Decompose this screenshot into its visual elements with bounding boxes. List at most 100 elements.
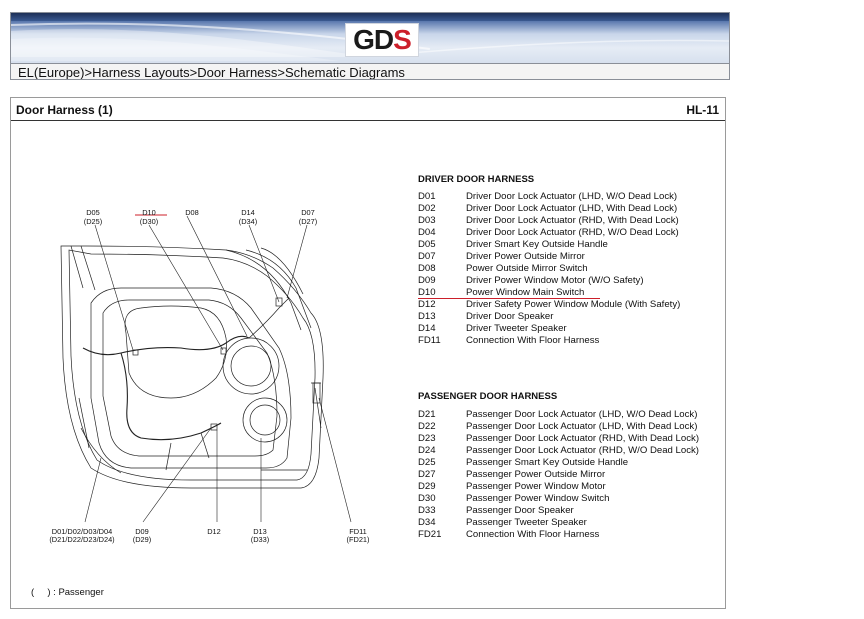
- connector-code: D03: [418, 215, 436, 226]
- connector-desc: Driver Door Lock Actuator (RHD, W/O Dead…: [466, 227, 679, 238]
- label-d25: (D25): [84, 217, 102, 226]
- connector-code: D01: [418, 191, 436, 202]
- connector-code: D09: [418, 275, 436, 286]
- connector-code: FD21: [418, 529, 442, 540]
- callout-labels: D05 (D25) D10 (D30) D08 D14 (D34) D07 (D…: [49, 208, 369, 544]
- list-item: FD11 Connection With Floor Harness: [418, 335, 680, 347]
- connector-code: D23: [418, 433, 436, 444]
- connector-desc: Passenger Door Lock Actuator (RHD, W/O D…: [466, 445, 700, 456]
- header-banner: GDS: [11, 13, 729, 63]
- list-item: D23 Passenger Door Lock Actuator (RHD, Wi…: [418, 433, 699, 445]
- connector-desc: Driver Safety Power Window Module (With …: [466, 299, 681, 310]
- logo-accent-text: S: [393, 24, 412, 55]
- label-d08: D08: [185, 208, 199, 217]
- document-title: Door Harness (1): [16, 103, 113, 117]
- driver-section-title: DRIVER DOOR HARNESS: [418, 174, 535, 185]
- connector-desc: Connection With Floor Harness: [466, 529, 600, 540]
- connector-code: D21: [418, 409, 436, 420]
- label-d14: D14: [241, 208, 255, 217]
- connector-desc: Driver Door Lock Actuator (LHD, With Dea…: [466, 203, 678, 214]
- connector-code: D25: [418, 457, 436, 468]
- passenger-connector-list: D21 Passenger Door Lock Actuator (LHD, W/…: [418, 409, 699, 541]
- label-d01-d04: D01/D02/D03/D04: [52, 527, 112, 536]
- connector-code: D34: [418, 517, 436, 528]
- connector-code: D14: [418, 323, 436, 334]
- label-d34: (D34): [239, 217, 257, 226]
- app-header: GDS EL(Europe)>Harness Layouts>Door Harn…: [10, 12, 730, 80]
- list-item: D04 Driver Door Lock Actuator (RHD, W/O D…: [418, 227, 680, 239]
- connector-code: D27: [418, 469, 436, 480]
- list-item: D03 Driver Door Lock Actuator (RHD, With …: [418, 215, 680, 227]
- connector-code: D29: [418, 481, 436, 492]
- connector-desc: Driver Door Lock Actuator (RHD, With Dea…: [466, 215, 679, 226]
- connector-desc: Driver Smart Key Outside Handle: [466, 239, 608, 250]
- connector-desc: Driver Power Outside Mirror: [466, 251, 585, 262]
- callout-lines: [84, 215, 352, 523]
- driver-connector-list: D01 Driver Door Lock Actuator (LHD, W/O D…: [418, 191, 680, 347]
- list-item: D34 Passenger Tweeter Speaker: [418, 517, 699, 529]
- connector-desc: Driver Power Window Motor (W/O Safety): [466, 275, 644, 286]
- connector-code: D22: [418, 421, 436, 432]
- label-d21-d24: (D21/D22/D23/D24): [49, 535, 114, 544]
- connector-desc: Driver Tweeter Speaker: [466, 323, 567, 334]
- connector-desc: Power Window Main Switch: [466, 287, 585, 298]
- list-item: D08 Power Outside Mirror Switch: [418, 263, 680, 275]
- connector-code: FD11: [418, 335, 441, 346]
- connector-desc: Passenger Power Window Motor: [466, 481, 606, 492]
- label-d27: (D27): [299, 217, 317, 226]
- banner-top-stripe: [11, 13, 729, 21]
- connector-code: D04: [418, 227, 436, 238]
- passenger-footnote: ( ) : Passenger: [31, 587, 104, 598]
- list-item: D07 Driver Power Outside Mirror: [418, 251, 680, 263]
- connector-desc: Passenger Door Lock Actuator (LHD, With …: [466, 421, 698, 432]
- connector-desc: Passenger Door Speaker: [466, 505, 574, 516]
- connector-desc: Passenger Power Window Switch: [466, 493, 610, 504]
- list-item: D02 Driver Door Lock Actuator (LHD, With …: [418, 203, 680, 215]
- connector-code: D07: [418, 251, 436, 262]
- connector-code: D30: [418, 493, 436, 504]
- list-item: D24 Passenger Door Lock Actuator (RHD, W/…: [418, 445, 699, 457]
- label-d05: D05: [86, 208, 100, 217]
- list-item: D29 Passenger Power Window Motor: [418, 481, 699, 493]
- document-panel: Door Harness (1) HL-11: [10, 97, 726, 609]
- list-item: D13 Driver Door Speaker: [418, 311, 680, 323]
- document-code: HL-11: [686, 103, 719, 117]
- label-d29: (D29): [133, 535, 151, 544]
- door-outline-drawing: [60, 245, 324, 489]
- connector-desc: Driver Door Lock Actuator (LHD, W/O Dead…: [466, 191, 678, 202]
- connector-code: D24: [418, 445, 436, 456]
- gds-logo: GDS: [345, 23, 419, 57]
- title-divider: [11, 120, 725, 121]
- connector-desc: Power Outside Mirror Switch: [466, 263, 588, 274]
- breadcrumb[interactable]: EL(Europe)>Harness Layouts>Door Harness>…: [11, 63, 729, 79]
- connector-code: D02: [418, 203, 436, 214]
- connector-code: D05: [418, 239, 436, 250]
- connector-code: D08: [418, 263, 436, 274]
- connector-desc: Passenger Tweeter Speaker: [466, 517, 587, 528]
- list-item: D27 Passenger Power Outside Mirror: [418, 469, 699, 481]
- banner-swoosh-graphic: [11, 22, 729, 61]
- list-item: D14 Driver Tweeter Speaker: [418, 323, 680, 335]
- label-d10: D10: [142, 208, 156, 217]
- label-fd21: (FD21): [347, 535, 370, 544]
- label-d12: D12: [207, 527, 221, 536]
- connector-code: D13: [418, 311, 436, 322]
- label-fd11: FD11: [349, 527, 367, 536]
- list-item: FD21 Connection With Floor Harness: [418, 529, 699, 541]
- list-item: D12 Driver Safety Power Window Module (Wi…: [418, 299, 680, 311]
- connector-desc: Driver Door Speaker: [466, 311, 554, 322]
- connector-desc: Passenger Power Outside Mirror: [466, 469, 606, 480]
- label-d09: D09: [135, 527, 149, 536]
- connector-code: D12: [418, 299, 436, 310]
- connector-desc: Passenger Door Lock Actuator (RHD, With …: [466, 433, 700, 444]
- logo-main-text: GD: [353, 24, 394, 55]
- list-item: D01 Driver Door Lock Actuator (LHD, W/O D…: [418, 191, 680, 203]
- highlight-underline: [418, 298, 600, 299]
- connector-desc: Passenger Door Lock Actuator (LHD, W/O D…: [466, 409, 698, 420]
- connector-code: D10: [418, 287, 436, 298]
- list-item: D22 Passenger Door Lock Actuator (LHD, Wi…: [418, 421, 699, 433]
- list-item: D09 Driver Power Window Motor (W/O Safety…: [418, 275, 680, 287]
- connector-desc: Connection With Floor Harness: [466, 335, 600, 346]
